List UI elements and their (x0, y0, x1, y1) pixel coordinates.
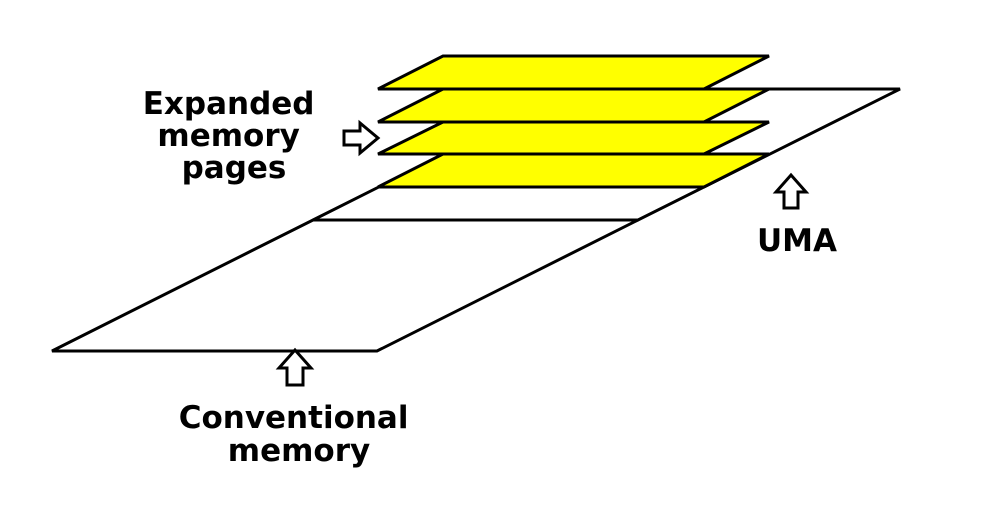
conventional-memory-plane (51, 218, 639, 353)
right-arrow-icon (342, 119, 381, 157)
expanded-pages-label-line-2: memory (157, 118, 299, 154)
up-arrow-icon-conventional (275, 347, 315, 387)
conventional-label-line-2: memory (228, 433, 370, 469)
expanded-memory-page-3 (377, 120, 770, 156)
expanded-memory-page-2 (377, 87, 770, 124)
up-arrow-icon-uma (772, 172, 810, 210)
conventional-label-line-1: Conventional (179, 400, 409, 436)
conventional-memory-label: Conventional memory (179, 400, 420, 469)
expanded-memory-page-4 (377, 152, 770, 189)
expanded-pages-label: Expanded memory pages (143, 86, 326, 186)
expanded-memory-page-1 (377, 54, 770, 91)
expanded-pages-label-line-1: Expanded (143, 86, 315, 122)
uma-label: UMA (757, 223, 837, 259)
expanded-pages-label-line-3: pages (182, 150, 287, 186)
